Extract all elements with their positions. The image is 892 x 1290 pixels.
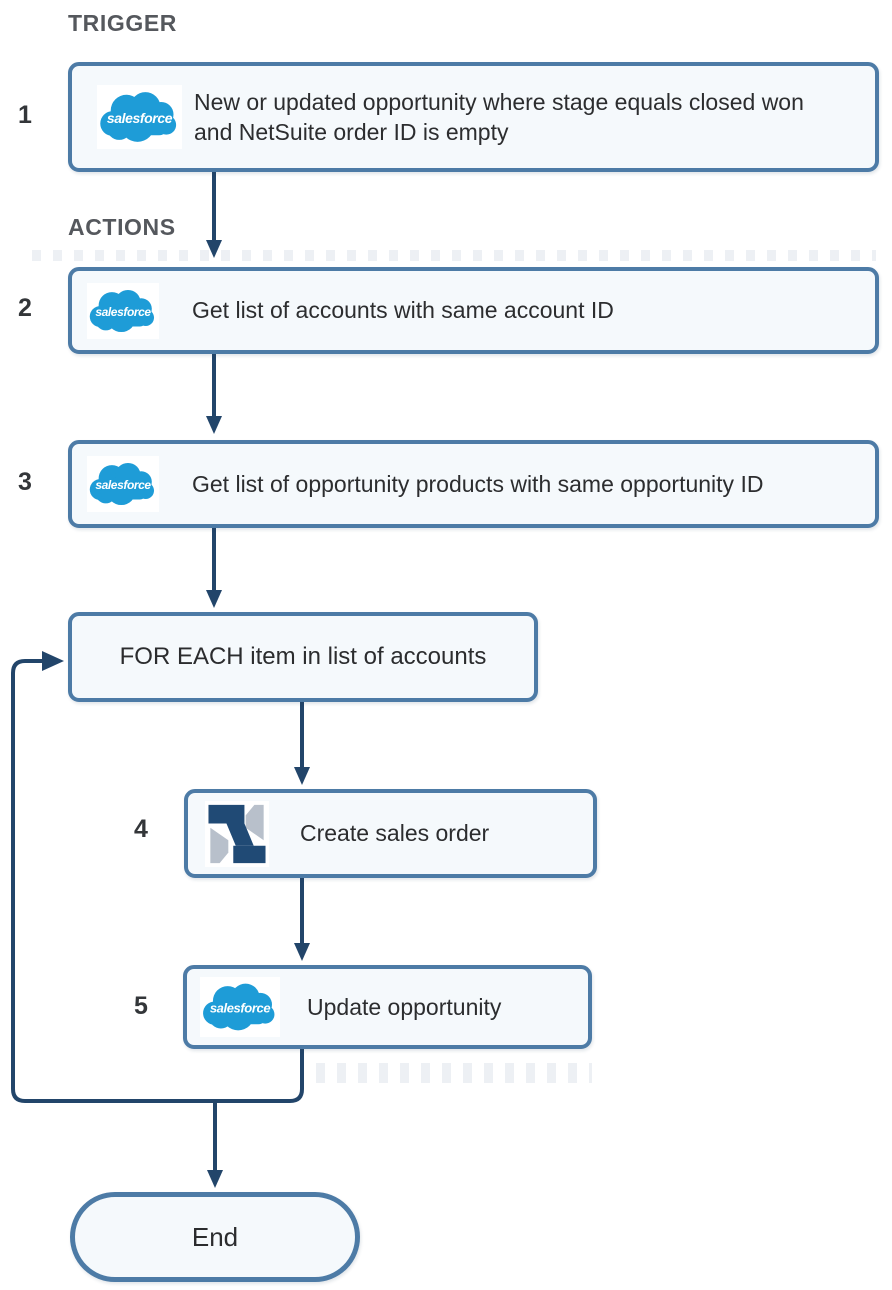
step-number-2: 2 <box>18 294 32 322</box>
trigger-section-label: TRIGGER <box>68 10 177 36</box>
action-step-box-2: salesforce Get list of accounts with sam… <box>68 267 879 354</box>
foreach-text: FOR EACH item in list of accounts <box>119 643 487 671</box>
action-step-box-4: Create sales order <box>184 789 597 878</box>
watermark-band <box>32 250 876 261</box>
arrowhead-down-icon <box>206 590 222 608</box>
salesforce-wordmark: salesforce <box>95 478 151 493</box>
trigger-step-box: salesforce New or updated opportunity wh… <box>68 62 879 172</box>
end-terminal: End <box>70 1192 360 1282</box>
salesforce-wordmark: salesforce <box>106 110 173 127</box>
salesforce-wordmark: salesforce <box>95 304 151 319</box>
end-text: End <box>191 1221 239 1252</box>
action-step-box-3: salesforce Get list of opportunity produ… <box>68 440 879 528</box>
step-number-5: 5 <box>134 992 148 1020</box>
salesforce-icon: salesforce <box>97 85 182 149</box>
loop-back-connector <box>11 659 304 1103</box>
arrowhead-down-icon <box>206 416 222 434</box>
step-number-4: 4 <box>134 815 148 843</box>
arrowhead-down-icon <box>294 767 310 785</box>
step-text: Update opportunity <box>307 993 502 1020</box>
netsuite-icon <box>205 800 269 867</box>
salesforce-wordmark: salesforce <box>209 1000 271 1016</box>
arrowhead-down-icon <box>207 1170 223 1188</box>
step-number-1: 1 <box>18 101 32 129</box>
connector-lines <box>11 172 304 1170</box>
step-text: New or updated opportunity where stage e… <box>194 88 804 145</box>
arrowhead-down-icon <box>206 240 222 258</box>
actions-section-label: ACTIONS <box>68 214 176 240</box>
arrowhead-right-icon <box>42 651 64 671</box>
salesforce-icon: salesforce <box>200 977 280 1037</box>
step-number-3: 3 <box>18 468 32 496</box>
salesforce-icon: salesforce <box>87 456 159 512</box>
action-step-box-5: salesforce Update opportunity <box>183 965 592 1049</box>
foreach-loop-box: FOR EACH item in list of accounts <box>68 612 538 702</box>
step-text: Get list of opportunity products with sa… <box>192 470 764 497</box>
salesforce-icon: salesforce <box>87 282 159 339</box>
step-text: Create sales order <box>300 820 490 847</box>
step-text: Get list of accounts with same account I… <box>192 297 614 324</box>
watermark-band <box>316 1063 592 1083</box>
arrowhead-down-icon <box>294 943 310 961</box>
arrowheads <box>42 240 310 1188</box>
